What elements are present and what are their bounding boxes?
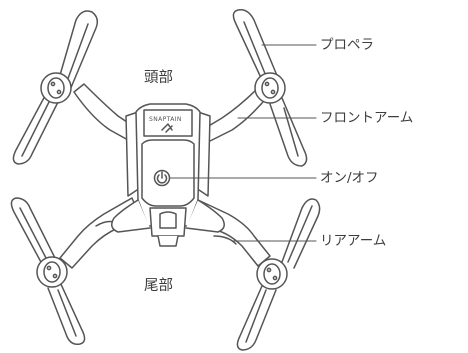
power-button bbox=[153, 169, 171, 187]
brand-logo-text: SNAPTAIN bbox=[149, 116, 182, 123]
propeller-rear-left bbox=[10, 197, 86, 346]
propeller-front-left bbox=[12, 10, 99, 165]
propeller-rear-right bbox=[236, 198, 321, 351]
label-rear-arm: リアアーム bbox=[320, 233, 387, 249]
propeller-front-right bbox=[232, 8, 308, 167]
label-front-arm: フロントアーム bbox=[320, 110, 414, 126]
callout-lines bbox=[169, 44, 317, 242]
label-power: オン/オフ bbox=[320, 170, 379, 186]
label-propeller: プロペラ bbox=[320, 37, 374, 53]
label-tail: 尾部 bbox=[144, 278, 173, 294]
drone-body bbox=[111, 103, 225, 247]
label-head: 頭部 bbox=[144, 70, 173, 86]
